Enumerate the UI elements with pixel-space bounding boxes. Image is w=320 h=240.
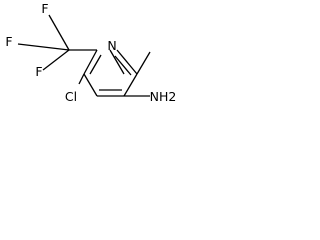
molecule-structure-diagram: N F F F Cl NH2 [5,1,177,104]
bond-c5-cl [78,73,85,85]
bond-cf3-f-left [17,43,70,51]
bond-cf3-f-bottom [42,49,70,71]
bond-c5-c6 [83,49,98,75]
bond-n1-c2 [116,49,138,75]
bond-c6-n1 [109,49,125,75]
atom-label-cl: Cl [65,89,77,104]
bond-c2-c3 [123,73,138,97]
atom-label-nh2: NH2 [150,89,177,104]
double-bond-n1-c2 [114,55,132,76]
double-bond-c5-c6 [89,54,102,75]
atom-label-f-bottom: F [35,64,42,79]
atom-label-n: N [107,38,116,53]
bond-cf3-f-top [48,14,70,51]
bond-c2-methyl [136,51,151,75]
bond-c4-c5 [83,73,98,97]
atom-label-f-left: F [5,34,12,49]
atom-label-f-top: F [41,1,48,16]
